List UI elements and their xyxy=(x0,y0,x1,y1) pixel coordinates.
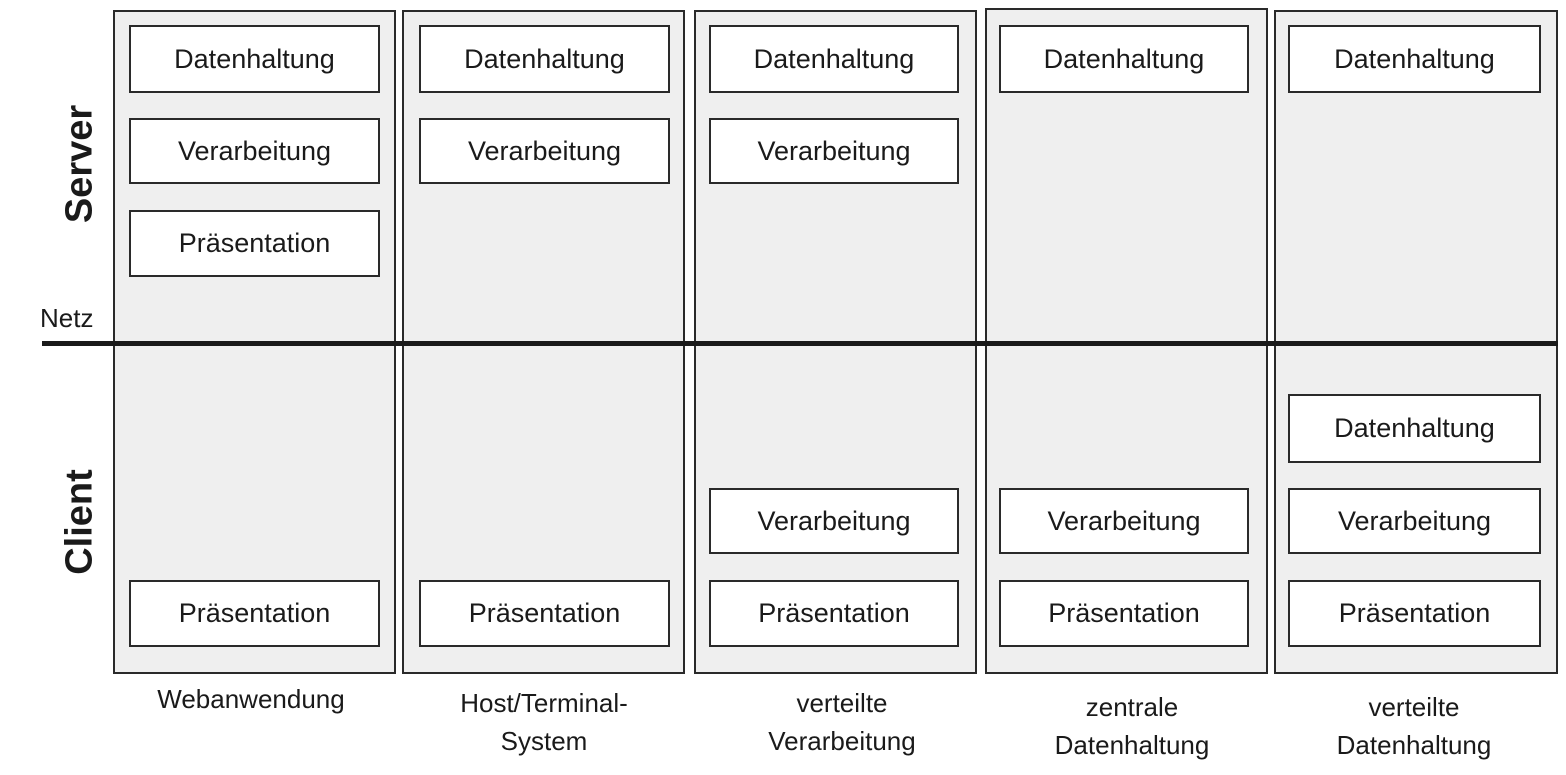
box-verteilte-verarbeitung-server-verarbeitung: Verarbeitung xyxy=(709,118,959,184)
caption-webanwendung: Webanwendung xyxy=(121,680,381,718)
caption-verteilte-verarbeitung-line1: verteilte xyxy=(796,688,888,718)
caption-zentrale-datenhaltung-line2: Datenhaltung xyxy=(1054,730,1210,760)
caption-verteilte-verarbeitung-line2: Verarbeitung xyxy=(768,726,916,756)
server-label: Server xyxy=(58,104,101,224)
caption-host-terminal-line1: Host/Terminal- xyxy=(460,688,628,718)
caption-verteilte-datenhaltung: verteilte Datenhaltung xyxy=(1284,688,1544,764)
caption-verteilte-verarbeitung: verteilte Verarbeitung xyxy=(712,684,972,760)
box-webanwendung-server-datenhaltung: Datenhaltung xyxy=(129,25,380,93)
box-verteilte-datenhaltung-client-verarbeitung: Verarbeitung xyxy=(1288,488,1541,554)
box-verteilte-datenhaltung-client-praesentation: Präsentation xyxy=(1288,580,1541,647)
caption-verteilte-datenhaltung-line1: verteilte xyxy=(1368,692,1460,722)
box-verteilte-datenhaltung-client-datenhaltung: Datenhaltung xyxy=(1288,394,1541,463)
box-host-terminal-client-praesentation: Präsentation xyxy=(419,580,670,647)
network-divider xyxy=(42,341,1558,346)
caption-host-terminal-line2: System xyxy=(500,726,588,756)
box-host-terminal-server-datenhaltung: Datenhaltung xyxy=(419,25,670,93)
netz-label: Netz xyxy=(40,303,94,333)
box-zentrale-datenhaltung-client-praesentation: Präsentation xyxy=(999,580,1249,647)
client-label: Client xyxy=(58,469,101,575)
box-host-terminal-server-verarbeitung: Verarbeitung xyxy=(419,118,670,184)
box-verteilte-verarbeitung-client-praesentation: Präsentation xyxy=(709,580,959,647)
box-webanwendung-server-praesentation: Präsentation xyxy=(129,210,380,277)
box-verteilte-verarbeitung-server-datenhaltung: Datenhaltung xyxy=(709,25,959,93)
caption-zentrale-datenhaltung-line1: zentrale xyxy=(1085,692,1179,722)
box-verteilte-verarbeitung-client-verarbeitung: Verarbeitung xyxy=(709,488,959,554)
box-zentrale-datenhaltung-server-datenhaltung: Datenhaltung xyxy=(999,25,1249,93)
caption-verteilte-datenhaltung-line2: Datenhaltung xyxy=(1336,730,1492,760)
caption-zentrale-datenhaltung: zentrale Datenhaltung xyxy=(1002,688,1262,764)
box-webanwendung-server-verarbeitung: Verarbeitung xyxy=(129,118,380,184)
box-verteilte-datenhaltung-server-datenhaltung: Datenhaltung xyxy=(1288,25,1541,93)
caption-host-terminal: Host/Terminal- System xyxy=(414,684,674,760)
caption-webanwendung-line1: Webanwendung xyxy=(157,684,345,714)
box-webanwendung-client-praesentation: Präsentation xyxy=(129,580,380,647)
box-zentrale-datenhaltung-client-verarbeitung: Verarbeitung xyxy=(999,488,1249,554)
